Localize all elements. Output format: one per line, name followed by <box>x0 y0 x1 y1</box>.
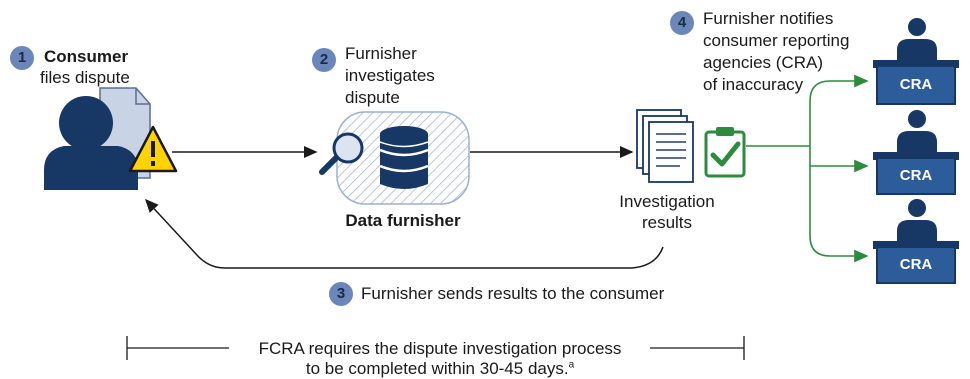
timeline-text-line-2-main: to be completed within 30-45 days. <box>305 359 569 378</box>
cra-label-3: CRA <box>899 256 933 273</box>
cra-desk-3 <box>873 199 959 284</box>
step-1-text: files dispute <box>40 68 130 87</box>
documents-icon <box>636 109 694 183</box>
step-2-line-2: investigates <box>345 66 435 85</box>
warning-icon <box>128 125 178 173</box>
cra-desk-2 <box>873 110 959 195</box>
arrows-to-cra <box>746 74 869 263</box>
cra-desk-1 <box>873 18 959 105</box>
step-1-badge: 1 <box>10 46 34 70</box>
data-furnisher-label: Data furnisher <box>345 211 461 230</box>
cra-label-2: CRA <box>899 167 933 184</box>
magnifier-icon <box>319 132 364 175</box>
step-2-line-3: dispute <box>345 88 400 107</box>
step-4-badge: 4 <box>670 11 694 35</box>
arrow-results-to-consumer <box>144 198 664 269</box>
cra-label-1: CRA <box>899 76 933 93</box>
timeline-bracket <box>126 336 745 360</box>
step-4-line-4: of inaccuracy <box>703 75 804 94</box>
step-4-line-3: agencies (CRA) <box>703 53 823 72</box>
step-2-badge: 2 <box>312 48 336 72</box>
step-4-line-1: Furnisher notifies <box>703 9 834 28</box>
results-label-line-2: results <box>641 213 693 232</box>
step-3-text: Furnisher sends results to the consumer <box>361 284 665 303</box>
step-3-badge: 3 <box>329 282 353 306</box>
timeline-text-line-1: FCRA requires the dispute investigation … <box>258 339 622 358</box>
step-4-line-2: consumer reporting <box>703 31 850 50</box>
footnote-marker: a <box>568 359 575 371</box>
results-label-line-1: Investigation <box>619 192 715 211</box>
timeline-text-line-2: to be completed within 30-45 days.a <box>210 358 670 379</box>
step-2-line-1: Furnisher <box>345 44 417 63</box>
consumer-icon <box>44 87 151 190</box>
clipboard-check-icon <box>704 127 746 178</box>
step-1-title: Consumer <box>44 47 129 66</box>
